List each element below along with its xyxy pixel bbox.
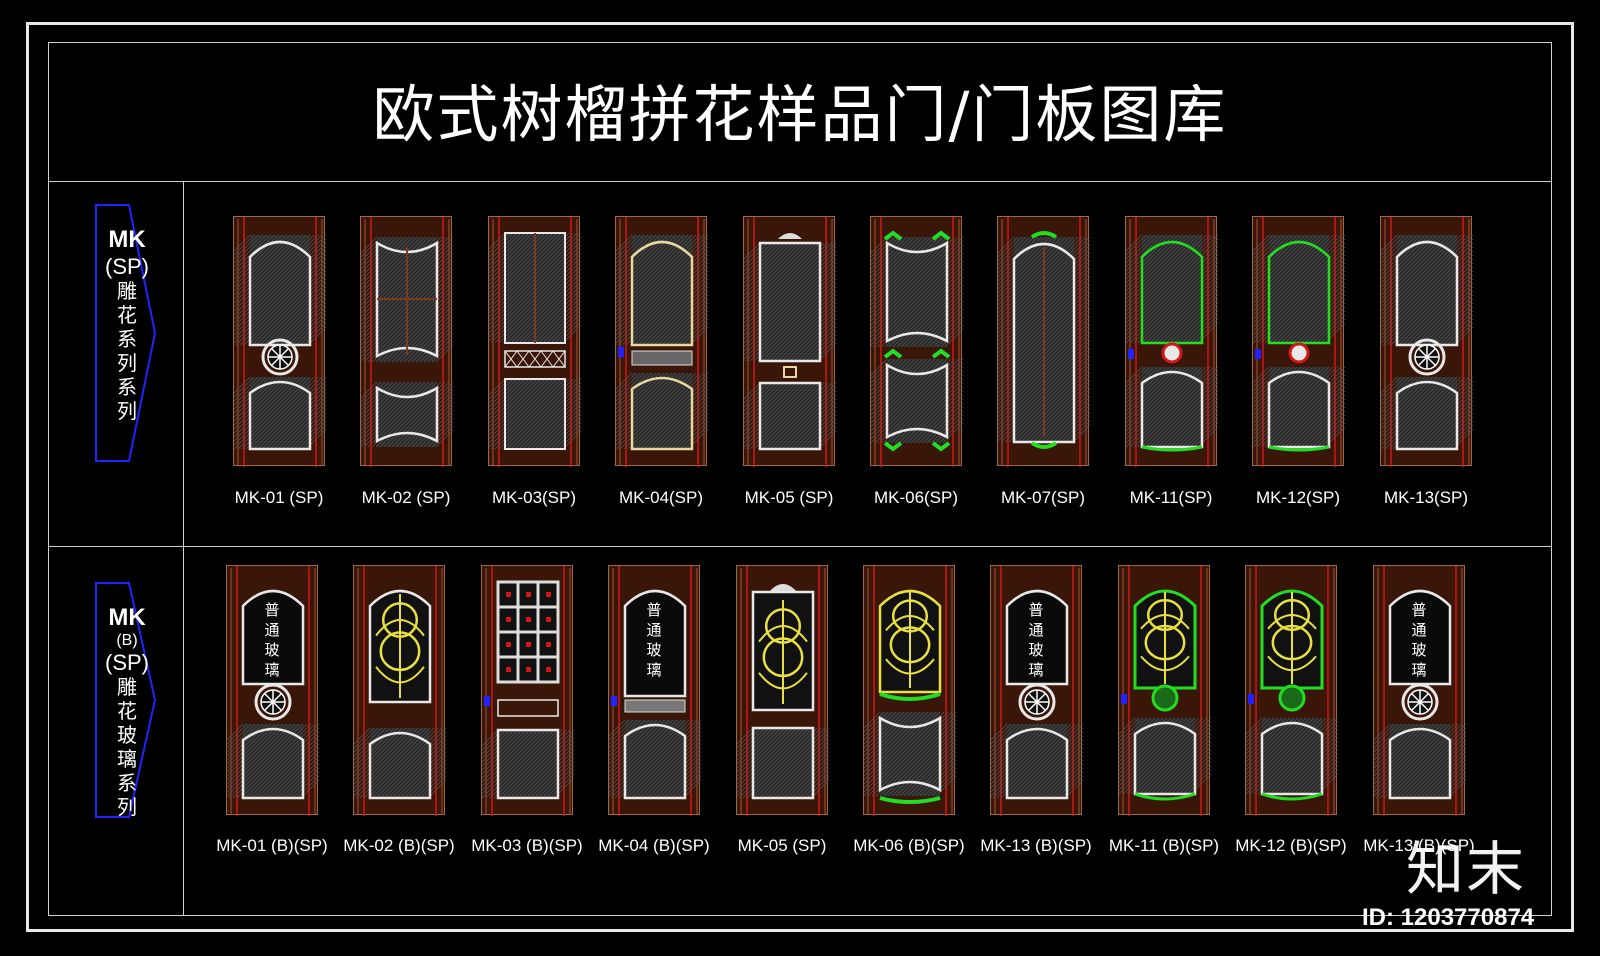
door-label: MK-05 (SP) [737, 836, 827, 855]
door-label: MK-12(SP) [1255, 488, 1341, 507]
row-tag-sub: (SP) [105, 650, 149, 675]
row-tag-text: 雕花系列系列 [116, 280, 138, 424]
glass-note-char: 玻 [264, 641, 280, 659]
row-tag-char: 系 [117, 773, 137, 795]
door-drawing [997, 216, 1090, 467]
glass-note-char: 玻 [646, 641, 662, 659]
page-title: 欧式树榴拼花样品门/门板图库 [372, 78, 1228, 151]
glass-note: 普通玻璃 [261, 600, 283, 680]
row-tag-char: 系 [117, 377, 137, 399]
row-tag-char: 璃 [117, 749, 137, 771]
door-drawing [233, 216, 326, 467]
door-label: MK-01 (SP) [234, 488, 324, 507]
row-tag-char: 雕 [117, 281, 137, 303]
door-drawing [1118, 565, 1211, 816]
glass-note-char: 璃 [646, 661, 662, 679]
row-tag-arrow [95, 582, 157, 818]
outer-frame [26, 22, 1574, 932]
glass-note-char: 璃 [1411, 661, 1427, 679]
glass-note: 普通玻璃 [1025, 600, 1047, 680]
door-label: MK-04(SP) [618, 488, 704, 507]
glass-note-char: 璃 [1028, 661, 1044, 679]
row-tag-text: 雕花玻璃系列 [116, 676, 138, 820]
row-tag-char: 玻 [117, 725, 137, 747]
door-drawing: 普通玻璃 [608, 565, 701, 816]
glass-note-char: 通 [264, 621, 280, 639]
glass-note-char: 玻 [1028, 641, 1044, 659]
door-label: MK-06(SP) [873, 488, 959, 507]
divider-title [48, 181, 1552, 182]
inner-frame [48, 42, 1552, 916]
door-label: MK-13(SP) [1383, 488, 1469, 507]
door-drawing [736, 565, 829, 816]
glass-note-char: 璃 [264, 661, 280, 679]
door-label: MK-11 (B)(SP) [1108, 836, 1220, 855]
row-tag-arrow [95, 204, 157, 462]
door-label: MK-05 (SP) [744, 488, 834, 507]
door-drawing [863, 565, 956, 816]
row-tag-char: 列 [117, 353, 137, 375]
divider-tags [183, 181, 184, 916]
door-drawing [870, 216, 963, 467]
door-drawing: 普通玻璃 [226, 565, 319, 816]
glass-note: 普通玻璃 [643, 600, 665, 680]
door-label: MK-12 (B)(SP) [1235, 836, 1347, 855]
door-label: MK-02 (B)(SP) [343, 836, 455, 855]
door-drawing [615, 216, 708, 467]
door-label: MK-03 (B)(SP) [471, 836, 583, 855]
door-label: MK-01 (B)(SP) [216, 836, 328, 855]
door-drawing [488, 216, 581, 467]
row-tag-char: 列 [117, 401, 137, 423]
row-tag-char: 雕 [117, 677, 137, 699]
door-drawing [1125, 216, 1218, 467]
door-drawing: 普通玻璃 [1373, 565, 1466, 816]
watermark-id: ID: 1203770874 [1362, 904, 1535, 931]
glass-note-char: 通 [646, 621, 662, 639]
row-tag-char: 系 [117, 329, 137, 351]
glass-note-char: 通 [1411, 621, 1427, 639]
door-drawing [353, 565, 446, 816]
door-label: MK-03(SP) [491, 488, 577, 507]
row-tag-char: 花 [117, 305, 137, 327]
row-tag-code2: (B) [116, 632, 138, 649]
door-drawing [481, 565, 574, 816]
row-tag-1: MK(SP)雕花系列系列 [95, 204, 159, 462]
glass-note-char: 通 [1028, 621, 1044, 639]
glass-note-char: 普 [1028, 601, 1044, 619]
row-tag-sub: (SP) [105, 254, 149, 279]
door-label: MK-06 (B)(SP) [853, 836, 965, 855]
glass-note: 普通玻璃 [1408, 600, 1430, 680]
row-tag-2: MK(B)(SP)雕花玻璃系列 [95, 582, 159, 820]
door-drawing [1245, 565, 1338, 816]
glass-note-char: 普 [646, 601, 662, 619]
door-label: MK-11(SP) [1129, 488, 1213, 507]
brand-logo: 知末 [1406, 835, 1527, 903]
door-drawing [360, 216, 453, 467]
door-drawing: 普通玻璃 [990, 565, 1083, 816]
door-drawing [1380, 216, 1473, 467]
door-label: MK-07(SP) [1000, 488, 1086, 507]
glass-note-char: 普 [264, 601, 280, 619]
door-label: MK-04 (B)(SP) [598, 836, 710, 855]
door-label: MK-13 (B)(SP) [980, 836, 1092, 855]
door-drawing [743, 216, 836, 467]
door-label: MK-02 (SP) [361, 488, 451, 507]
row-tag-char: 列 [117, 797, 137, 819]
door-label: MK-13 (B)(SP) [1363, 836, 1475, 855]
door-drawing [1252, 216, 1345, 467]
row-tag-code: MK [108, 604, 146, 631]
row-tag-code: MK [108, 226, 146, 253]
row-tag-char: 花 [117, 701, 137, 723]
divider-rows [48, 546, 1552, 547]
glass-note-char: 普 [1411, 601, 1427, 619]
glass-note-char: 玻 [1411, 641, 1427, 659]
